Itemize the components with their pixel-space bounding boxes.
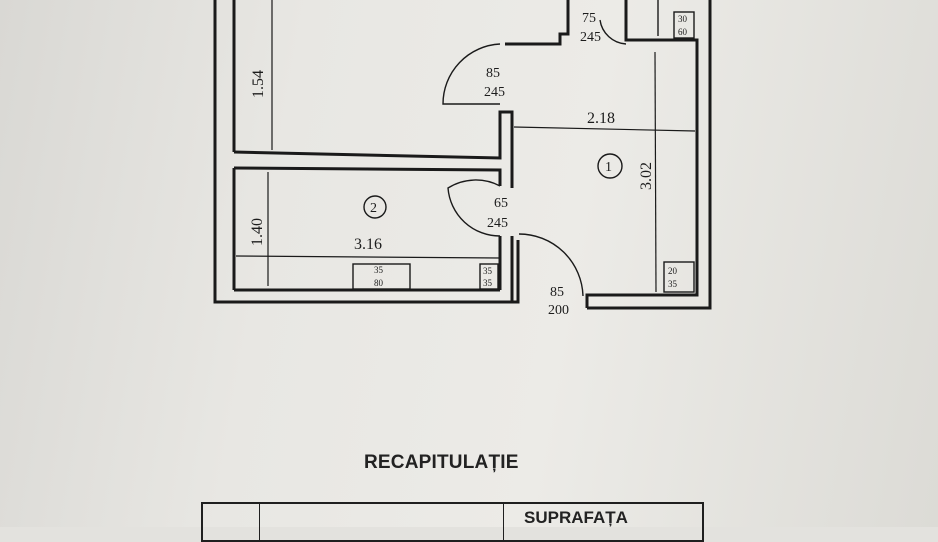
corridor-wall <box>505 0 570 46</box>
table-column-number <box>203 504 260 540</box>
door-swing-entrance <box>518 233 584 297</box>
room1-marker <box>597 153 623 179</box>
dim-room1-height: 3.02 <box>638 162 655 190</box>
door3-width: 65 <box>494 196 508 211</box>
fixture4-b: 35 <box>668 279 678 289</box>
corridor-wall-right <box>624 0 699 50</box>
door4-height: 200 <box>548 303 569 318</box>
dim-room1-width: 2.18 <box>587 110 615 127</box>
fixture4-a: 20 <box>668 266 678 276</box>
door3-height: 245 <box>487 216 508 231</box>
table-column-name <box>259 504 504 540</box>
floor-plan: 75 245 85 245 65 245 85 200 1.54 1.40 3.… <box>213 0 712 318</box>
room1-number: 1 <box>605 160 612 175</box>
top-fixture <box>673 11 695 39</box>
table-header-area: SUPRAFAȚA <box>524 508 628 527</box>
dim-line-room2-width <box>235 255 501 259</box>
fixture1-a: 30 <box>678 14 688 24</box>
outer-wall-left <box>213 0 520 304</box>
fixture-corner <box>663 261 695 293</box>
dim-line-room1-height <box>654 51 657 293</box>
fixture1-b: 60 <box>678 27 688 37</box>
dim-room2-width: 3.16 <box>354 236 382 253</box>
paper-background <box>0 0 938 527</box>
fixture-small <box>479 263 499 290</box>
door2-width: 85 <box>486 66 500 81</box>
dim-top-room-height: 1.54 <box>250 70 267 98</box>
room2-marker <box>363 195 387 219</box>
door4-width: 85 <box>550 285 564 300</box>
fixture2-a: 35 <box>374 265 384 275</box>
recap-table <box>201 502 704 542</box>
door-swing-room2 <box>447 179 501 237</box>
outer-wall-right <box>587 0 712 310</box>
fixture-sink <box>352 263 411 290</box>
recap-title: RECAPITULAȚIE <box>364 452 519 473</box>
top-room-wall <box>233 110 514 188</box>
partition-wall <box>233 166 502 186</box>
fixture3-b: 35 <box>483 278 493 288</box>
door1-height: 245 <box>580 30 601 45</box>
door-swing-mid <box>442 43 501 105</box>
dim-room2-height: 1.40 <box>249 218 266 246</box>
door1-width: 75 <box>582 11 596 26</box>
room2-number: 2 <box>370 201 377 216</box>
fixture3-a: 35 <box>483 266 493 276</box>
door-swing-top <box>599 19 627 45</box>
dim-line-room1-width <box>513 126 696 132</box>
fixture2-b: 80 <box>374 278 384 288</box>
door2-height: 245 <box>484 85 505 100</box>
